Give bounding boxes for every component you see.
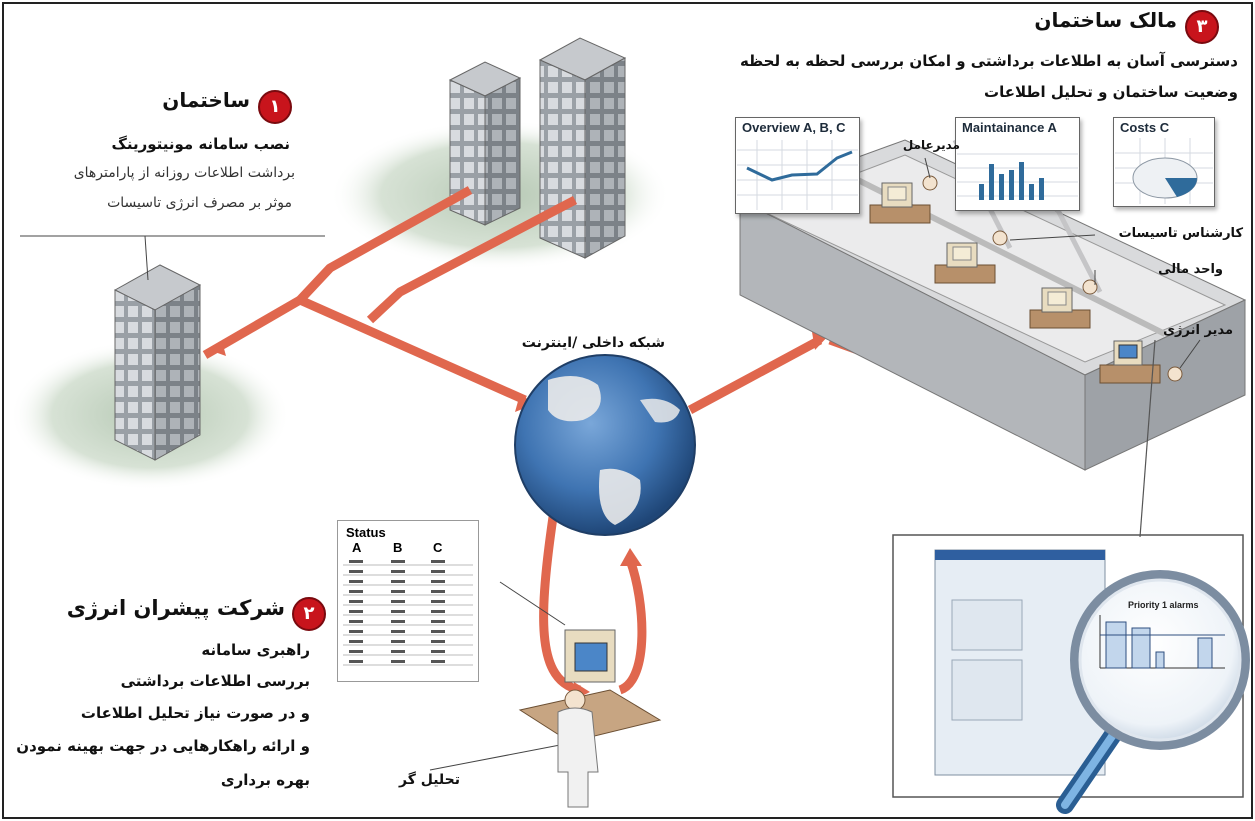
overview-chart-card: Overview A, B, C <box>735 117 860 214</box>
role-energy-manager-label: مدیر انرژی <box>1163 323 1233 338</box>
step-2-badge: ۲ <box>292 597 326 631</box>
step-3-badge: ۳ <box>1185 10 1219 44</box>
role-manager-label: مدیرعامل <box>902 138 960 152</box>
role-analyst-label: تحلیل گر <box>399 772 460 788</box>
step-2-line-5: بهره برداری <box>220 771 310 789</box>
step-2-line-1: راهبری سامانه <box>201 641 310 659</box>
status-sheet: Status A B C <box>337 520 479 682</box>
globe-icon <box>514 354 696 536</box>
role-leader-lines <box>20 157 1201 771</box>
step-1-badge: ۱ <box>258 90 292 124</box>
status-column-b: B <box>393 540 403 555</box>
network-label: شبکه داخلی /اینترنت <box>521 335 665 351</box>
building-top-small-icon <box>448 61 522 226</box>
office-desks <box>869 182 1161 384</box>
maintenance-chart-card: Maintainance A <box>955 117 1080 211</box>
pie-chart-icon <box>1115 138 1213 204</box>
role-finance-unit-label: واحد مالی <box>1158 262 1223 277</box>
step-1-title: ساختمان <box>162 88 250 112</box>
step-1-line-2: موثر بر مصرف انرژی تاسیسات <box>107 195 292 211</box>
step-2-line-3: و در صورت نیاز تحلیل اطلاعات <box>80 704 310 722</box>
costs-card-title: Costs C <box>1120 120 1170 135</box>
maintenance-card-title: Maintainance A <box>962 120 1057 135</box>
step-3-title: مالک ساختمان <box>1034 8 1177 32</box>
step-3-line-2: وضعیت ساختمان و تحلیل اطلاعات <box>984 83 1238 101</box>
line-chart-icon <box>737 140 858 210</box>
step-1-subtitle: نصب سامانه مونیتورینگ <box>111 135 291 153</box>
bar-chart-icon <box>957 153 1078 200</box>
step-1-line-1: برداشت اطلاعات روزانه از پارامترهای <box>73 165 295 181</box>
overview-card-title: Overview A, B, C <box>742 120 846 135</box>
step-2-line-4: و ارائه راهکارهایی در جهت بهینه نمودن <box>16 737 310 755</box>
step-2-title: شرکت پیشران انرژی <box>66 596 285 620</box>
costs-chart-card: Costs C <box>1113 117 1215 207</box>
status-sheet-title: Status <box>346 525 386 540</box>
magnifier-leader-line <box>1139 339 1156 538</box>
magnifier-bar-chart <box>1099 615 1225 669</box>
step-2-line-2: بررسی اطلاعات برداشتی <box>120 672 310 690</box>
building-top-tall-icon <box>538 37 627 259</box>
building-left-icon <box>113 264 202 461</box>
role-facilities-expert-label: کارشناس تاسیسات <box>1118 226 1243 241</box>
magnifier-chart-title: Priority 1 alarms <box>1128 600 1199 610</box>
status-grid-icon <box>343 560 473 666</box>
step-3-line-1: دسترسی آسان به اطلاعات برداشتی و امکان ب… <box>739 52 1238 70</box>
status-column-c: C <box>433 540 443 555</box>
status-column-a: A <box>352 540 362 555</box>
office-people <box>922 175 1183 382</box>
analyst-station <box>518 629 662 808</box>
